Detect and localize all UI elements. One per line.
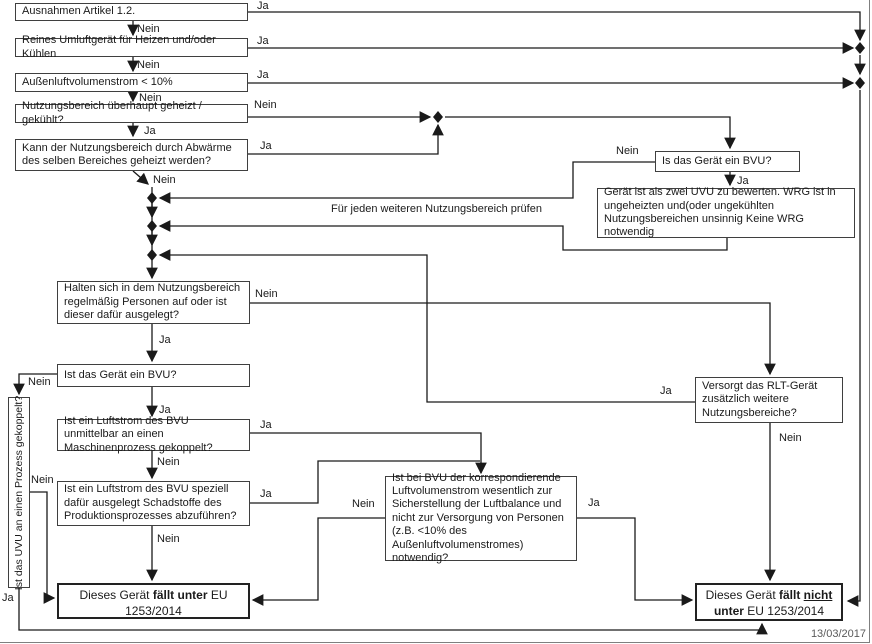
- label-b9-ja: Ja: [159, 404, 171, 416]
- edge-b8-nein: [250, 302, 776, 376]
- node-ist-geraet-bvu-unten: Ist das Gerät ein BVU?: [57, 364, 250, 387]
- label-b9-nein: Nein: [28, 376, 51, 388]
- label-b2-ja: Ja: [257, 35, 269, 47]
- node-reines-umluftgeraet: Reines Umluftgerät für Heizen und/oder K…: [15, 34, 248, 60]
- node-ausnahmen-artikel: Ausnahmen Artikel 1.2.: [15, 3, 248, 21]
- label-b4-nein: Nein: [254, 99, 277, 111]
- label-b2-nein: Nein: [137, 59, 160, 71]
- label-b4-ja: Ja: [144, 125, 156, 137]
- result-out-prefix: Dieses Gerät: [705, 588, 779, 602]
- label-b11a-ja: Ja: [260, 419, 272, 431]
- result-in-prefix: Dieses Gerät: [79, 588, 153, 602]
- node-result-faellt-nicht-unter: Dieses Gerät fällt nicht unter EU 1253/2…: [695, 583, 843, 621]
- edge-b6-nein: [158, 161, 655, 204]
- junction-diamond-left1: [147, 192, 157, 204]
- label-b13-ja: Ja: [660, 385, 672, 397]
- label-b5-nein: Nein: [153, 174, 176, 186]
- label-b3-ja: Ja: [257, 69, 269, 81]
- edge-d3-to-b6: [445, 116, 736, 150]
- edge-b7-loop: [158, 220, 728, 251]
- node-nutzungsbereich-geheizt: Nutzungsbereich überhaupt geheizt / gekü…: [15, 100, 248, 126]
- node-luftstrom-maschinenprozess: Ist ein Luftstrom des BVU unmittelbar an…: [57, 415, 250, 454]
- edge-b5-ja: [248, 123, 444, 155]
- edge-b11c-nein: [251, 517, 385, 606]
- result-out-suffix: EU 1253/2014: [743, 603, 825, 618]
- result-out-bold2: unter: [713, 603, 744, 618]
- node-personen-frage: Halten sich in dem Nutzungsbereich regel…: [57, 281, 250, 324]
- edge-b11a-ja: [250, 432, 487, 475]
- label-b11c-nein: Nein: [352, 498, 375, 510]
- node-zwei-uvu-hinweis: Gerät ist als zwei UVU zu bewerten. WRG …: [597, 186, 855, 238]
- label-b8-nein: Nein: [255, 288, 278, 300]
- result-in-suffix: EU 1253/2014: [125, 588, 228, 618]
- label-b3-nein: Nein: [139, 92, 162, 104]
- label-b5-ja: Ja: [260, 140, 272, 152]
- result-in-bold: fällt unter: [152, 588, 208, 602]
- label-b11b-nein: Nein: [157, 533, 180, 545]
- node-result-faellt-unter: Dieses Gerät fällt unter EU 1253/2014: [57, 583, 250, 619]
- label-b1-nein: Nein: [137, 23, 160, 35]
- junction-diamond-mid: [433, 111, 443, 123]
- edge-b1-ja: [248, 11, 866, 42]
- node-uvu-prozess-gekoppelt: Ist das UVU an einen Prozess gekoppelt?: [8, 395, 30, 590]
- edge-b5-nein: [132, 170, 149, 185]
- edge-b10-ja: [18, 588, 768, 635]
- junction-diamond-left2: [147, 220, 157, 232]
- edge-b10-nein: [30, 491, 56, 604]
- label-b8-ja: Ja: [159, 334, 171, 346]
- junction-diamond-top1: [855, 42, 865, 54]
- edge-b11b-ja: [250, 460, 480, 504]
- result-out-bold1: fällt: [779, 588, 804, 602]
- label-b11b-ja: Ja: [260, 488, 272, 500]
- node-luftstrom-schadstoffe: Ist ein Luftstrom des BVU speziell dafür…: [57, 481, 250, 526]
- label-b10-nein: Nein: [31, 474, 54, 486]
- date-stamp: 13/03/2017: [810, 628, 866, 640]
- edge-b11c-ja: [577, 517, 694, 606]
- label-b10-ja: Ja: [2, 592, 14, 604]
- label-b6-ja: Ja: [737, 175, 749, 187]
- label-b6-nein: Nein: [616, 145, 639, 157]
- junction-diamond-top2: [855, 77, 865, 89]
- label-b13-nein: Nein: [779, 432, 802, 444]
- junction-diamond-left3: [147, 249, 157, 261]
- edge-b13-ja: [158, 249, 695, 403]
- node-uvu-prozess-gekoppelt-text: Ist das UVU an einen Prozess gekoppelt?: [13, 395, 25, 590]
- label-b1-ja: Ja: [257, 0, 269, 12]
- node-luftbalance-frage: Ist bei BVU der korrespondierende Luftvo…: [385, 472, 577, 564]
- label-b11c-ja: Ja: [588, 497, 600, 509]
- edge-rail-to-result-out: [846, 90, 861, 607]
- label-b11a-nein: Nein: [157, 456, 180, 468]
- edge-b9-nein: [13, 373, 57, 396]
- loop-note: Für jeden weiteren Nutzungsbereich prüfe…: [331, 203, 542, 215]
- node-ist-geraet-bvu-oben: Is das Gerät ein BVU?: [655, 151, 800, 172]
- node-abwaerme-frage: Kann der Nutzungsbereich durch Abwärme d…: [15, 139, 248, 171]
- node-aussenluftvolumenstrom: Außenluftvolumenstrom < 10%: [15, 73, 248, 92]
- result-out-nicht: nicht: [803, 588, 833, 602]
- node-versorgt-rlt-geraet: Versorgt das RLT-Gerät zusätzlich weiter…: [695, 377, 843, 423]
